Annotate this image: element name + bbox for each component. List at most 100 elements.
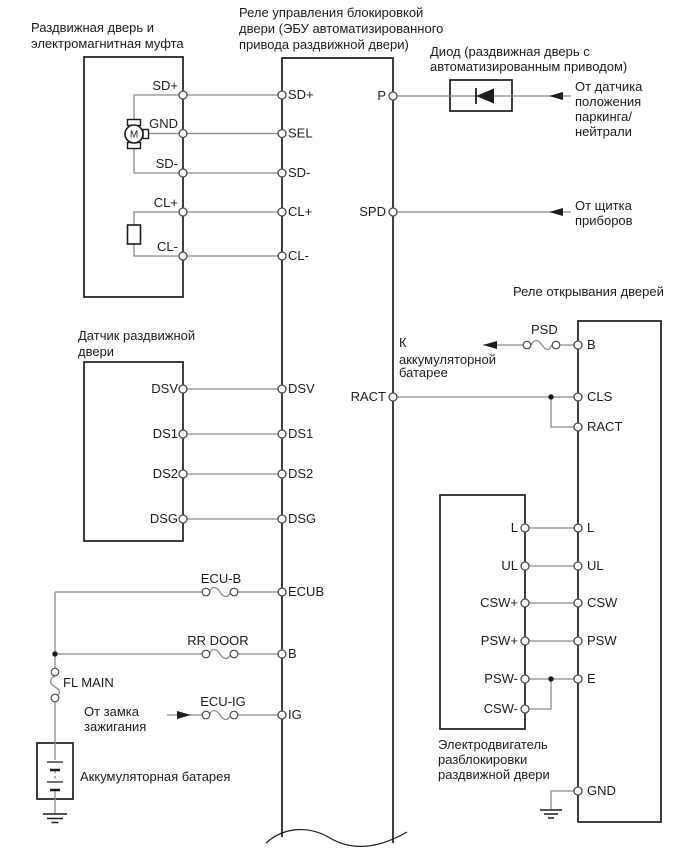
- diode-symbol: [475, 88, 494, 104]
- note-tobattery-line1: К: [399, 335, 407, 350]
- relay-gnd-wire: [550, 790, 574, 809]
- arrow-park-neutral: [549, 92, 563, 100]
- fuse-label-fl-main: FL MAIN: [63, 675, 114, 690]
- diode-triangle: [476, 88, 494, 104]
- fuse-label-rr-door: RR DOOR: [187, 633, 248, 648]
- relay-terminal-ds2: DS2: [288, 466, 313, 481]
- unlock-motor-box: [439, 494, 526, 730]
- clutch-terminal-cl-plus: CL+: [154, 195, 178, 210]
- clutch-terminal-cl-minus: CL-: [157, 239, 178, 254]
- open-relay-terminal-csw: CSW: [587, 595, 618, 610]
- motor-tab: [142, 128, 150, 140]
- clutch-relay-wires: [183, 94, 282, 257]
- motor-circle: [124, 124, 144, 144]
- open-relay-terminal-b: B: [587, 337, 596, 352]
- unlock-motor-title-line3: раздвижной двери: [438, 767, 550, 782]
- control-relay-title-line1: Реле управления блокировкой: [239, 5, 423, 20]
- door-sensor-title-line1: Датчик раздвижной: [78, 328, 195, 343]
- open-relay-terminal-ul: UL: [587, 558, 604, 573]
- unlock-motor-title-line1: Электродвигатель: [438, 737, 548, 752]
- note-park-line4: нейтрали: [575, 124, 632, 139]
- open-relay-terminal-cls: CLS: [587, 389, 613, 404]
- relay-terminal-sd-minus: SD-: [288, 165, 310, 180]
- motor-relay-wires: [525, 527, 578, 710]
- battery-long-plates: [47, 761, 63, 783]
- diode-title-line2: автоматизированным приводом): [430, 59, 627, 74]
- relay-terminal-p: P: [377, 88, 386, 103]
- fuse-label-ecu-b: ECU-B: [201, 571, 241, 586]
- note-park-line1: От датчика: [575, 79, 643, 94]
- arrow-from-ignition: [177, 711, 191, 719]
- door-sensor-title-line2: двери: [78, 344, 114, 359]
- ract-cls-wires: [397, 396, 574, 428]
- battery-label: Аккумуляторная батарея: [80, 769, 230, 784]
- control-relay-title-line3: привода раздвижной двери): [239, 37, 409, 52]
- note-panel-line2: приборов: [575, 213, 633, 228]
- open-relay-terminal-psw: PSW: [587, 633, 617, 648]
- note-tobattery-line2: аккумуляторной: [399, 352, 496, 367]
- relay-terminal-ecub: ECUB: [288, 584, 324, 599]
- open-relay-terminal-ract: RACT: [587, 419, 622, 434]
- relay-terminal-dsg: DSG: [288, 511, 316, 526]
- relay-terminal-sel: SEL: [288, 126, 313, 141]
- control-relay-torn-edge: [265, 828, 408, 847]
- fuse-label-ecu-ig: ECU-IG: [200, 694, 246, 709]
- sensor-terminal-ds2: DS2: [153, 466, 178, 481]
- fuse-label-psd: PSD: [531, 322, 558, 337]
- fuse-elements: [49, 339, 553, 721]
- ground-symbol-battery: [43, 813, 67, 824]
- relay-terminal-b: B: [288, 646, 297, 661]
- open-relay-terminal-e: E: [587, 671, 596, 686]
- note-panel-line1: От щитка: [575, 198, 633, 213]
- unlock-motor-title-line2: разблокировки: [438, 752, 527, 767]
- motor-letter: M: [130, 130, 138, 141]
- arrow-to-battery: [483, 341, 497, 349]
- door-open-relay-box: [577, 320, 662, 823]
- note-ignition-line2: зажигания: [84, 719, 146, 734]
- control-relay-box: [281, 57, 394, 843]
- relay-terminal-ig: IG: [288, 707, 302, 722]
- clutch-coil-resistor: [126, 224, 142, 245]
- diode-title-line1: Диод (раздвижная дверь с: [430, 44, 590, 59]
- open-relay-terminal-l: L: [587, 520, 594, 535]
- sensor-terminal-dsv: DSV: [151, 381, 178, 396]
- motor-terminal-psw-minus: PSW-: [484, 671, 518, 686]
- door-sensor-box: [83, 361, 184, 542]
- clutch-internal-wires: [133, 94, 183, 257]
- battery-short-plates: [50, 768, 60, 792]
- sensor-terminal-ds1: DS1: [153, 426, 178, 441]
- relay-terminal-cl-plus: CL+: [288, 204, 312, 219]
- control-relay-title-line2: двери (ЭБУ автоматизированного: [239, 21, 443, 36]
- junction-dot-ract: [548, 394, 554, 400]
- note-tobattery-line3: батарее: [399, 365, 448, 380]
- relay-terminal-ract: RACT: [351, 389, 386, 404]
- motor-terminal-ul: UL: [501, 558, 518, 573]
- sensor-terminal-dsg: DSG: [150, 511, 178, 526]
- note-ignition-line1: От замка: [84, 704, 140, 719]
- clutch-terminal-sd-plus: SD+: [152, 78, 178, 93]
- terminal-circles: [178, 90, 583, 796]
- door-clutch-box: [83, 56, 184, 298]
- junction-dot-csw: [548, 676, 554, 682]
- relay-terminal-dsv: DSV: [288, 381, 315, 396]
- motor-terminal-psw-plus: PSW+: [481, 633, 518, 648]
- motor-symbol: M: [124, 118, 150, 150]
- relay-terminal-sd-plus: SD+: [288, 87, 314, 102]
- clutch-terminal-gnd: GND: [149, 116, 178, 131]
- door-clutch-title-line1: Раздвижная дверь и: [31, 20, 154, 35]
- open-relay-title: Реле открывания дверей: [513, 284, 664, 299]
- clutch-terminal-sd-minus: SD-: [156, 156, 178, 171]
- note-park-line3: паркинга/: [575, 109, 632, 124]
- arrow-instrument-panel: [549, 208, 563, 216]
- fuse-feed-wires: [55, 591, 282, 716]
- battery-symbol: [47, 761, 63, 792]
- relay-terminal-cl-minus: CL-: [288, 248, 309, 263]
- fuse-circles: [50, 340, 561, 720]
- motor-terminal-csw-plus: CSW+: [480, 595, 518, 610]
- sensor-relay-wires: [183, 388, 282, 520]
- door-clutch-title-line2: электромагнитная муфта: [31, 36, 184, 51]
- ground-symbol-relay: [540, 809, 562, 819]
- p-spd-wires: [397, 95, 571, 213]
